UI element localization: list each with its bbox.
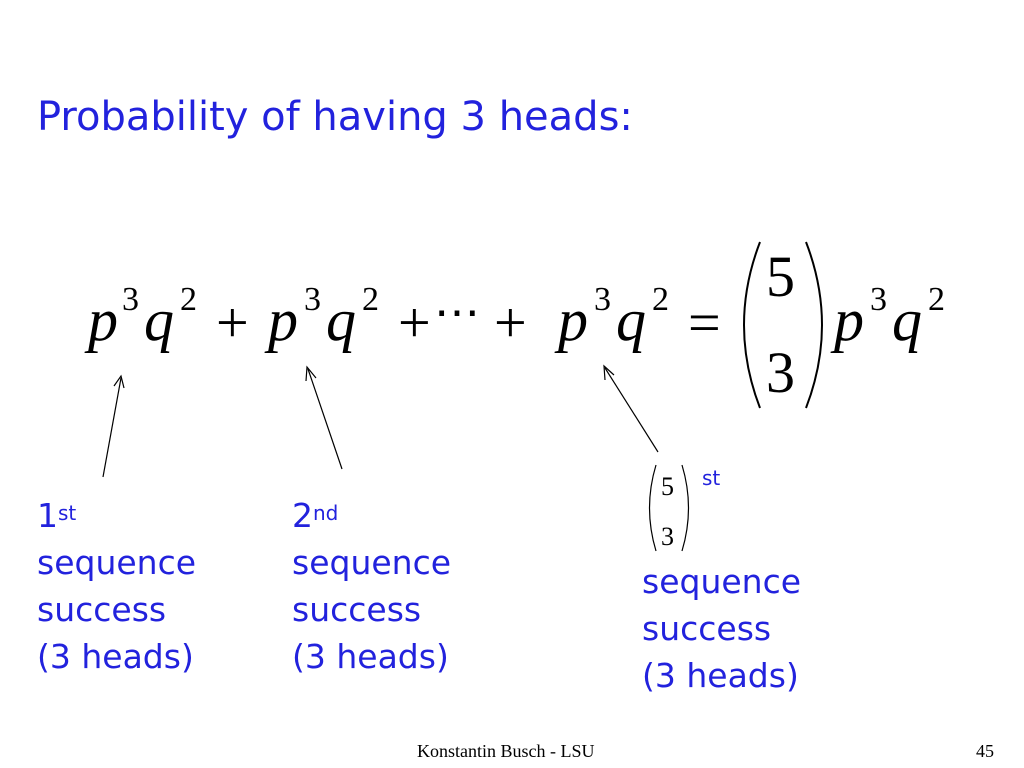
label-1: 1st sequence success (3 heads) <box>37 492 196 680</box>
eq-equals: = <box>688 290 721 355</box>
label-3-binom-bottom: 3 <box>661 522 674 551</box>
eq-term1-q: q <box>144 287 174 353</box>
binom-left-paren <box>743 241 761 409</box>
small-binom-right-paren <box>681 464 690 552</box>
footer-author: Konstantin Busch - LSU <box>417 741 595 761</box>
eq-term4-p: p <box>834 287 864 353</box>
eq-term1-exp-p: 3 <box>122 281 139 318</box>
label-1-ordinal: 1st <box>37 492 196 539</box>
label-3-line3: (3 heads) <box>642 656 799 695</box>
eq-term4-q: q <box>892 287 922 353</box>
eq-term2-q: q <box>326 287 356 353</box>
label-2-line3: (3 heads) <box>292 637 449 676</box>
label-2-ordinal-suffix: nd <box>313 501 339 525</box>
slide-title: Probability of having 3 heads: <box>37 94 633 140</box>
arrow-3 <box>603 364 659 453</box>
eq-binom-bottom: 3 <box>766 340 795 405</box>
eq-plus-3: + <box>494 290 527 355</box>
label-2-ordinal: 2nd <box>292 492 451 539</box>
eq-binom-top: 5 <box>766 244 795 309</box>
label-2-line1: sequence <box>292 543 452 582</box>
label-1-line2: success <box>37 590 167 629</box>
arrow-2 <box>305 365 343 470</box>
label-1-line3: (3 heads) <box>37 637 194 676</box>
label-3-line2: success <box>642 609 772 648</box>
label-2-number: 2 <box>292 496 313 535</box>
eq-term2-p: p <box>268 287 298 353</box>
eq-term1-p: p <box>88 287 118 353</box>
eq-term3-exp-q: 2 <box>652 281 669 318</box>
label-2-line2: success <box>292 590 422 629</box>
label-1-line1: sequence <box>37 543 197 582</box>
eq-term4-exp-q: 2 <box>928 281 945 318</box>
eq-term3-p: p <box>558 287 588 353</box>
binom-right-paren <box>805 241 823 409</box>
eq-term2-exp-p: 3 <box>304 281 321 318</box>
label-3-binom-top: 5 <box>661 472 674 501</box>
eq-term3-q: q <box>616 287 646 353</box>
eq-ellipsis: ⋯ <box>434 287 480 338</box>
label-3: sequence success (3 heads) <box>642 558 801 699</box>
eq-term4-exp-p: 3 <box>870 281 887 318</box>
label-1-ordinal-suffix: st <box>58 501 77 525</box>
arrow-1 <box>102 374 125 478</box>
label-1-number: 1 <box>37 496 58 535</box>
label-3-ordinal-suffix: st <box>702 466 721 490</box>
eq-term3-exp-p: 3 <box>594 281 611 318</box>
eq-plus-1: + <box>216 290 249 355</box>
label-3-line1: sequence <box>642 562 802 601</box>
eq-plus-2: + <box>398 290 431 355</box>
eq-term2-exp-q: 2 <box>362 281 379 318</box>
eq-term1-exp-q: 2 <box>180 281 197 318</box>
small-binom-left-paren <box>648 464 657 552</box>
page-number: 45 <box>976 741 994 761</box>
label-2: 2nd sequence success (3 heads) <box>292 492 451 680</box>
